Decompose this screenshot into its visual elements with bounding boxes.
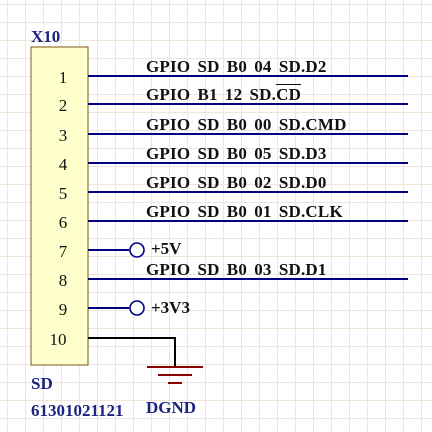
pin-number-6: 6: [58, 213, 68, 232]
component-name: SD: [31, 374, 53, 393]
power-label-5v: +5V: [151, 239, 182, 258]
net-prefix: GPIO SD B0 01: [146, 202, 279, 221]
connector-body[interactable]: [30, 46, 89, 366]
net-signal: SD.D1: [278, 260, 327, 279]
net-signal: SD.D0: [278, 173, 327, 192]
net-prefix: GPIO SD B0 03: [146, 260, 279, 279]
net-prefix: GPIO SD B0 00: [146, 115, 279, 134]
net-label-pin-2[interactable]: GPIO B1 12 SD.CD: [146, 86, 301, 103]
ground-label: DGND: [146, 398, 197, 417]
net-signal: SD.CLK: [278, 202, 343, 221]
net-label-pin-1[interactable]: GPIO SD B0 04 SD.D2: [146, 58, 327, 75]
pin-number-2: 2: [58, 96, 68, 115]
wire-pin-10[interactable]: [88, 337, 176, 367]
component-designator: X10: [31, 27, 61, 46]
pin-number-3: 3: [58, 126, 68, 145]
component-part-number: 61301021121: [31, 401, 124, 420]
pin-number-8: 8: [58, 271, 68, 290]
net-prefix: GPIO SD B0 04: [146, 57, 279, 76]
net-signal: SD.D2: [278, 57, 327, 76]
pin-number-1: 1: [58, 68, 68, 87]
pin-number-7: 7: [58, 242, 68, 261]
pin-number-5: 5: [58, 184, 68, 203]
ground-symbol[interactable]: [147, 366, 203, 384]
net-signal: SD.: [249, 85, 277, 104]
net-prefix: GPIO SD B0 05: [146, 144, 279, 163]
pin-number-4: 4: [58, 155, 68, 174]
net-label-pin-4[interactable]: GPIO SD B0 05 SD.D3: [146, 145, 327, 162]
net-signal-active-low: CD: [276, 85, 302, 104]
net-prefix: GPIO B1 12: [146, 85, 250, 104]
net-label-pin-5[interactable]: GPIO SD B0 02 SD.D0: [146, 174, 327, 191]
power-port-5v[interactable]: [129, 242, 145, 258]
pin-number-10: 10: [49, 330, 67, 349]
net-signal: SD.D3: [278, 144, 327, 163]
power-port-3v3[interactable]: [129, 300, 145, 316]
net-signal: SD.CMD: [278, 115, 347, 134]
net-label-pin-3[interactable]: GPIO SD B0 00 SD.CMD: [146, 116, 347, 133]
pin-number-9: 9: [58, 300, 68, 319]
power-label-3v3: +3V3: [151, 298, 190, 317]
net-label-pin-8[interactable]: GPIO SD B0 03 SD.D1: [146, 261, 327, 278]
net-prefix: GPIO SD B0 02: [146, 173, 279, 192]
net-label-pin-6[interactable]: GPIO SD B0 01 SD.CLK: [146, 203, 343, 220]
